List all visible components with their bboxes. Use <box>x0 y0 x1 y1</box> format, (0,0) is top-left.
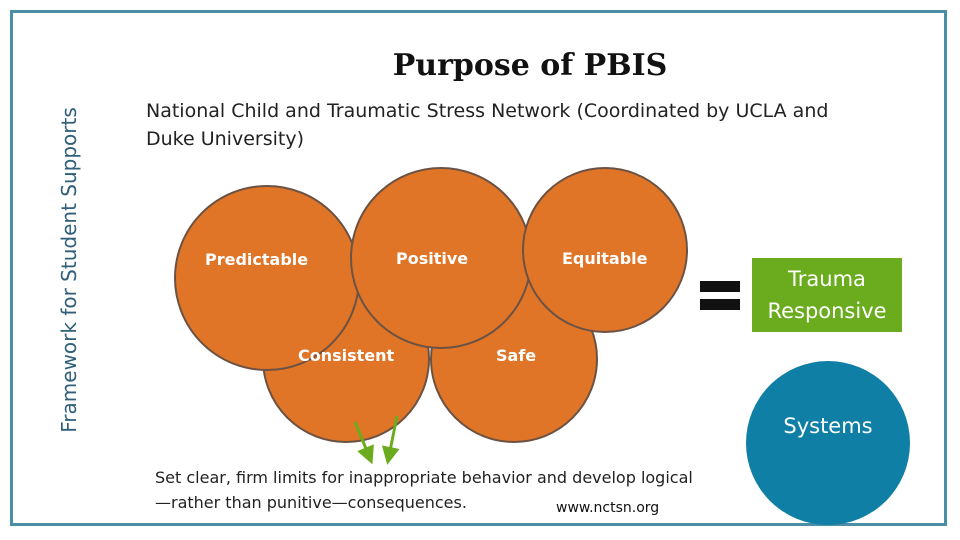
slide-title: Purpose of PBIS <box>392 48 668 83</box>
label-positive: Positive <box>396 249 469 268</box>
source-link[interactable]: www.nctsn.org <box>556 500 660 516</box>
label-safe: Safe <box>496 346 537 365</box>
label-consistent: Consistent <box>298 346 395 365</box>
systems-circle <box>746 361 910 525</box>
slide-frame <box>10 10 947 526</box>
slide-subtitle: National Child and Traumatic Stress Netw… <box>146 100 829 150</box>
circle-predictable <box>174 185 360 371</box>
systems-label: Systems <box>783 414 873 438</box>
equals-top-icon <box>700 281 740 292</box>
label-equitable: Equitable <box>562 249 648 268</box>
caption-text: Set clear, firm limits for inappropriate… <box>155 468 693 512</box>
trauma-responsive-box: Trauma Responsive <box>752 258 902 332</box>
circle-equitable <box>522 167 688 333</box>
side-label: Framework for Student Supports <box>57 107 81 433</box>
equals-bottom-icon <box>700 299 740 310</box>
trauma-responsive-label: Trauma Responsive <box>767 267 887 323</box>
arrows-icon <box>353 415 400 465</box>
label-predictable: Predictable <box>205 250 309 269</box>
